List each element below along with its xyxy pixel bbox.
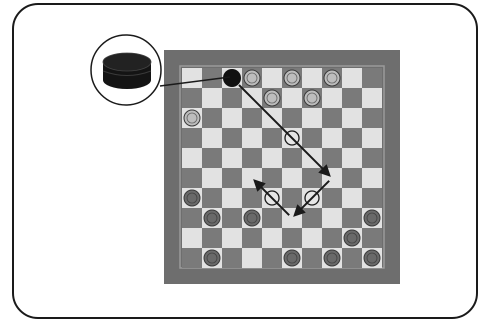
dark-square [222,208,242,228]
dark-square [202,108,222,128]
checker-piece [184,110,200,126]
checker-piece [244,70,260,86]
dark-square [222,248,242,268]
dark-square [362,148,382,168]
dark-square [242,228,262,248]
light-square [262,148,282,168]
light-square [342,68,362,88]
checker-piece [284,250,300,266]
light-square [302,108,322,128]
dark-square [222,88,242,108]
dark-square [242,148,262,168]
dark-square [182,168,202,188]
light-square [362,88,382,108]
dark-square [182,128,202,148]
light-square [342,108,362,128]
light-square [362,168,382,188]
light-square [222,148,242,168]
checker-piece [244,210,260,226]
light-square [202,128,222,148]
light-square [182,68,202,88]
light-square [282,168,302,188]
dark-square [282,108,302,128]
dark-square [302,248,322,268]
checker-piece [344,230,360,246]
dark-square [342,248,362,268]
light-square [242,248,262,268]
light-square [262,68,282,88]
checker-piece [304,90,320,106]
light-square [242,128,262,148]
king-stack-icon [103,53,151,89]
dark-square [202,188,222,208]
dark-square [262,168,282,188]
checker-piece [284,70,300,86]
dark-square [342,88,362,108]
light-square [302,68,322,88]
light-square [342,188,362,208]
light-square [202,88,222,108]
light-square [222,108,242,128]
dark-square [302,128,322,148]
checker-piece [364,210,380,226]
light-square [342,148,362,168]
light-square [222,188,242,208]
checker-piece [364,250,380,266]
dark-square [262,248,282,268]
dark-square [362,68,382,88]
dark-square [322,188,342,208]
checker-piece [184,190,200,206]
light-square [182,148,202,168]
checker-piece [324,70,340,86]
dark-square [222,128,242,148]
dark-square [282,188,302,208]
dark-square [342,128,362,148]
checker-piece [204,250,220,266]
dark-square [182,248,202,268]
dark-square [202,228,222,248]
dark-square [262,128,282,148]
dark-square [282,228,302,248]
dark-square [362,108,382,128]
dark-square [342,208,362,228]
checker-piece [204,210,220,226]
dark-square [322,228,342,248]
light-square [362,128,382,148]
checker-piece [264,90,280,106]
dark-square [202,148,222,168]
dark-square [242,108,262,128]
dark-square [342,168,362,188]
light-square [322,88,342,108]
dark-square [282,148,302,168]
dark-square [222,168,242,188]
checker-piece [324,250,340,266]
light-square [322,208,342,228]
dark-square [242,188,262,208]
dark-square [182,208,202,228]
dark-square [322,148,342,168]
light-square [282,88,302,108]
dark-square [182,88,202,108]
light-square [322,128,342,148]
light-square [182,228,202,248]
light-square [202,168,222,188]
dark-square [302,208,322,228]
dark-square [362,188,382,208]
light-square [222,228,242,248]
dark-square [362,228,382,248]
dark-square [302,168,322,188]
light-square [302,228,322,248]
dark-square [322,108,342,128]
light-square [262,228,282,248]
dark-square [262,208,282,228]
